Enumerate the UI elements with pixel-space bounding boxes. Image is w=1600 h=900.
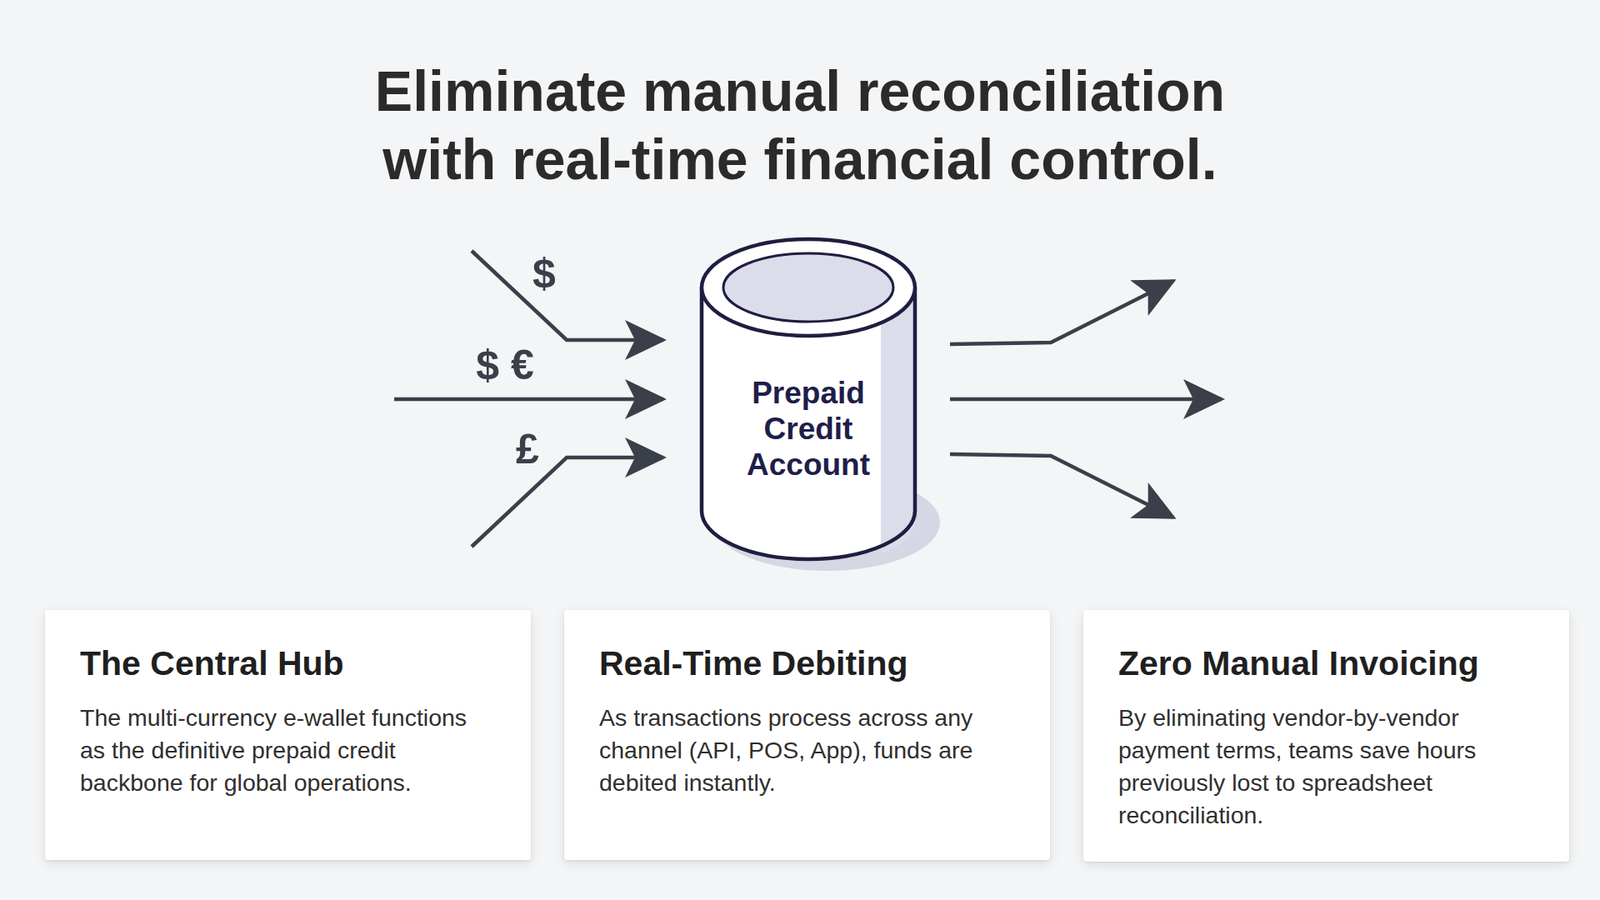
node-label: Prepaid Credit Account (699, 375, 918, 483)
card-body: As transactions process across any chann… (599, 701, 1017, 800)
card-body: By eliminating vendor-by-vendor payment … (1118, 701, 1536, 832)
card-heading: Zero Manual Invoicing (1118, 643, 1536, 684)
currency-symbol: £ (515, 425, 540, 473)
cylinder-inner (723, 253, 894, 322)
info-card: Zero Manual Invoicing By eliminating vend… (1083, 610, 1570, 862)
incoming-arrow (471, 250, 664, 340)
cylinder-top (701, 239, 915, 336)
info-card: Real-Time Debiting As transactions proces… (564, 610, 1050, 860)
page-title-wrap: Eliminate manual reconciliation with rea… (0, 56, 1600, 194)
cylinder-shade (880, 287, 916, 555)
page-title: Eliminate manual reconciliation with rea… (341, 56, 1259, 194)
card-heading: Real-Time Debiting (599, 643, 1017, 684)
outgoing-arrow (950, 397, 1222, 402)
incoming-arrow (471, 457, 664, 547)
cylinder-node: Prepaid Credit Account (699, 236, 918, 562)
currency-symbol: $ € (475, 341, 535, 389)
info-card: The Central HubThe multi-currency e-wall… (45, 610, 531, 860)
card-heading: The Central Hub (80, 643, 498, 684)
card-body: The multi-currency e-wallet functions as… (80, 701, 498, 800)
incoming-arrow (394, 397, 664, 402)
outgoing-arrow (950, 280, 1174, 345)
outgoing-arrow (950, 454, 1174, 518)
currency-symbol: $ (532, 250, 556, 297)
